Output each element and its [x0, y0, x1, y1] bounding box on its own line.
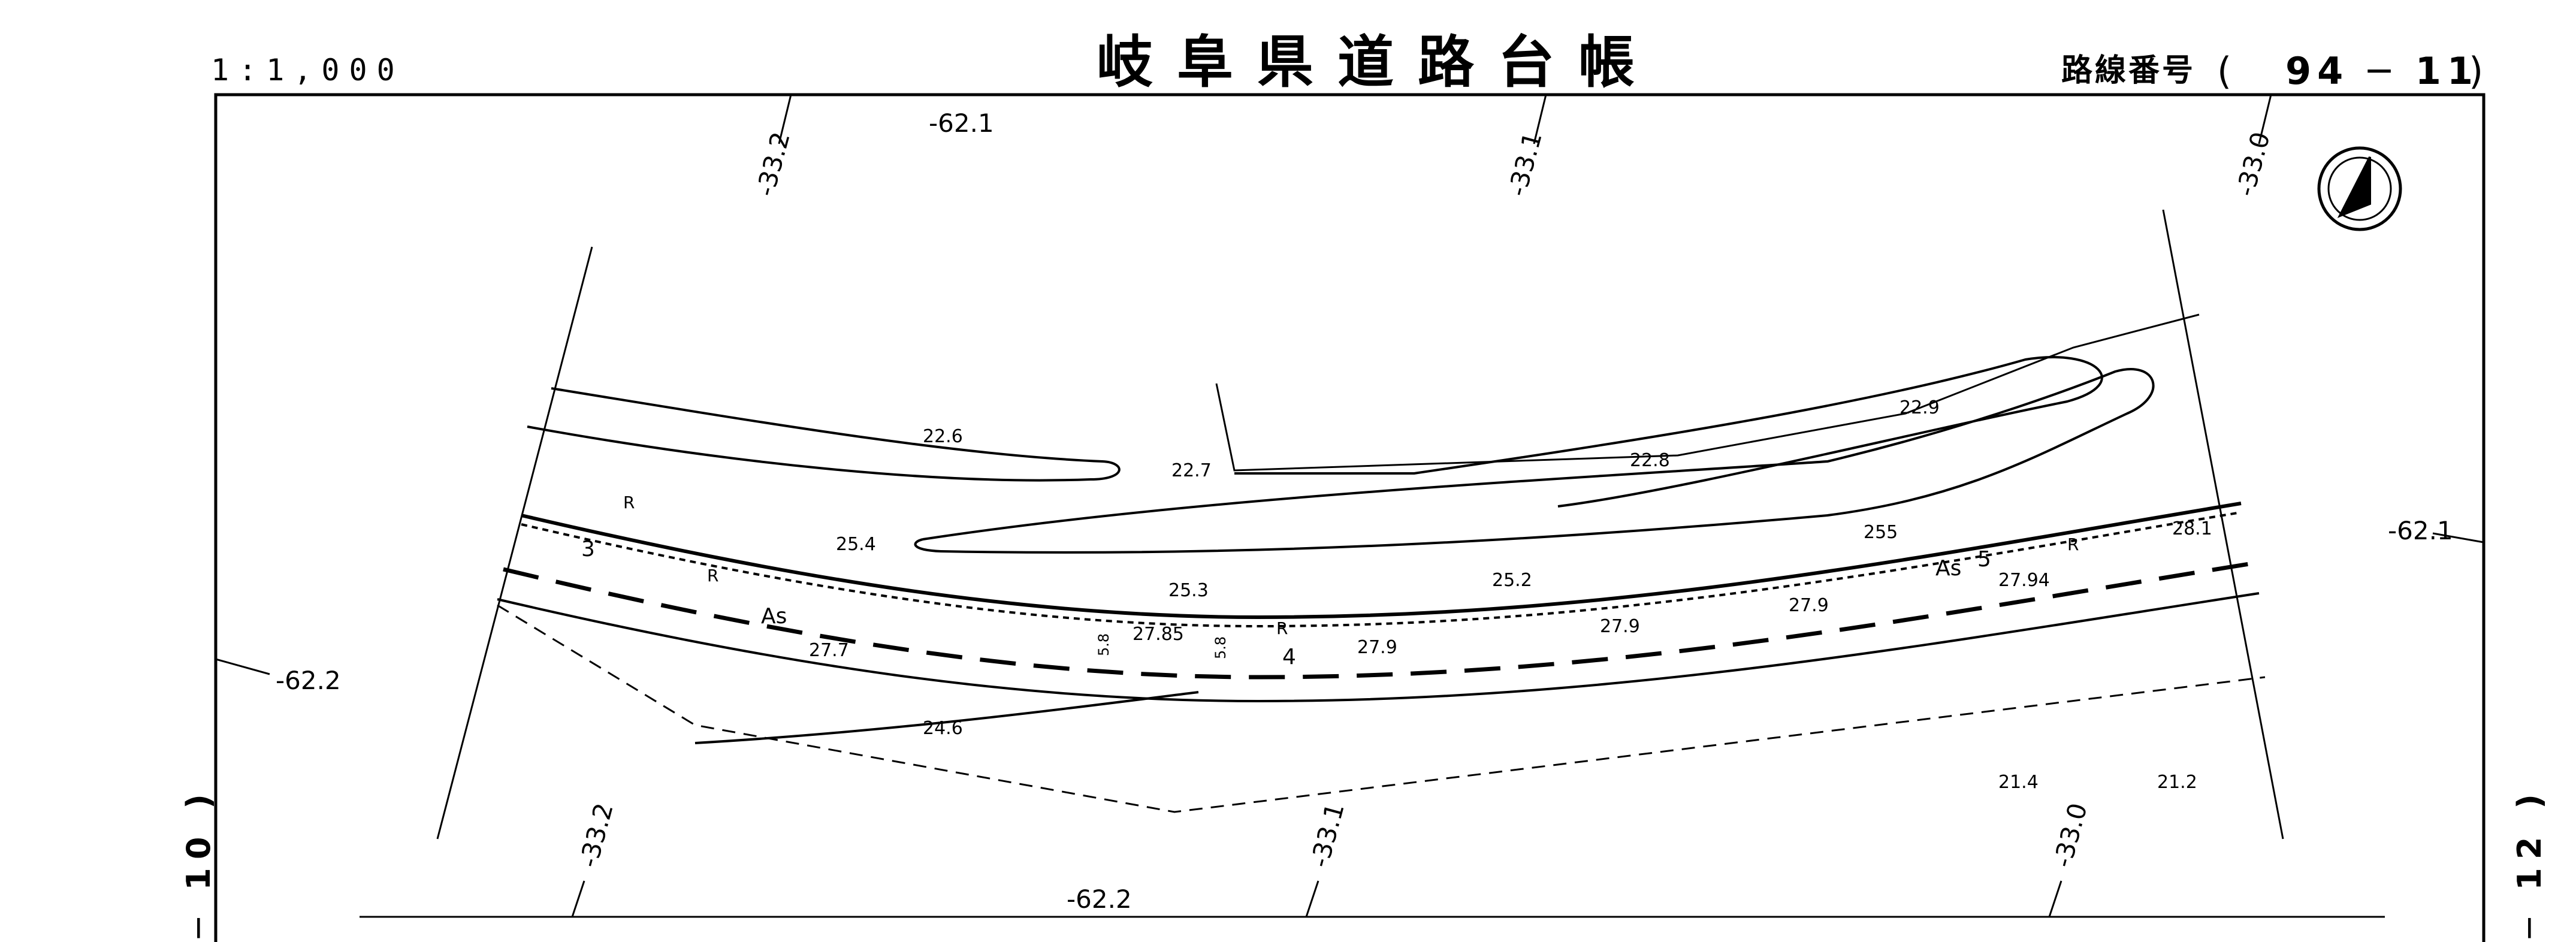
main-road-south-edge — [497, 592, 2260, 703]
main-road-centerline — [503, 561, 2254, 680]
map-scale: 1:1,000 — [211, 53, 404, 87]
guardrail-label: R — [623, 493, 635, 512]
guardrail-label: R — [707, 566, 718, 585]
route-bracket-open: ( — [2217, 49, 2232, 93]
elevation-label: 22.8 — [1630, 450, 1670, 471]
grid-line-bottom-left — [571, 880, 585, 917]
station-marker: 4 — [1282, 645, 1296, 669]
grid-line-top-left — [778, 94, 792, 144]
grid-line-left-ref — [215, 658, 270, 675]
grid-label-right-ref: -62.1 — [2388, 516, 2453, 545]
station-marker: 3 — [581, 537, 595, 561]
elevation-label: 25.2 — [1492, 570, 1532, 591]
route-number-value: 94 ─ 11 — [2285, 49, 2480, 93]
island-long-edge — [914, 368, 2155, 554]
elevation-label: 25.4 — [836, 534, 876, 555]
grid-label-top-right: -33.0 — [2230, 129, 2275, 200]
grid-label-left-ref: -62.2 — [276, 666, 341, 695]
elevation-label: 255 — [1864, 522, 1898, 543]
elevation-label: 24.6 — [923, 718, 963, 739]
guardrail-label: R — [2067, 535, 2079, 554]
north-boundary-line — [1215, 313, 2200, 472]
grid-label-bottom-ref: -62.2 — [1067, 884, 1132, 914]
route-number-label: 路線番号 — [2061, 53, 2196, 89]
grid-line-top-right — [2258, 94, 2272, 144]
station-marker: 5 — [1977, 547, 1991, 572]
grid-label-top-ref: -62.1 — [929, 108, 994, 138]
north-road-edge-outer — [527, 387, 1121, 482]
elevation-label: 21.2 — [2157, 772, 2197, 793]
south-dashed-boundary — [497, 604, 2266, 813]
elevation-label: 27.7 — [809, 640, 849, 661]
elevation-label: 27.9 — [1789, 595, 1829, 616]
ramp-edge — [694, 691, 1199, 744]
surface-type-label: As — [1935, 556, 1961, 581]
grid-line-top-mid — [1533, 94, 1547, 144]
grid-line-right-ref — [2432, 532, 2484, 544]
mapped-area-left-edge — [436, 246, 593, 840]
map-frame — [214, 93, 2486, 942]
elevation-label: 28.1 — [2172, 518, 2212, 539]
elevation-label: 22.9 — [1899, 397, 1940, 418]
mapped-area-right-edge — [2162, 209, 2284, 840]
elevation-label: 22.7 — [1171, 460, 1212, 481]
map-title: 岐阜県道路台帳 — [1097, 30, 1659, 95]
elevation-label: 25.3 — [1168, 580, 1209, 601]
main-road-north-edge — [521, 502, 2242, 620]
route-bracket-close: ) — [2469, 49, 2484, 93]
surface-type-label: As — [761, 604, 787, 629]
north-road-edge-inner — [1234, 356, 2103, 508]
elevation-label: 27.94 — [1998, 570, 2050, 591]
north-arrow-icon — [2317, 146, 2402, 231]
grid-label-top-mid: -33.1 — [1502, 129, 1547, 200]
elevation-label: 21.4 — [1998, 772, 2039, 793]
width-dimension: 5.8 — [1212, 636, 1229, 659]
elevation-label: 27.9 — [1600, 616, 1640, 637]
grid-label-top-left: -33.2 — [750, 129, 795, 200]
elevation-label: 27.85 — [1133, 624, 1184, 645]
grid-line-bottom-mid — [1305, 880, 1319, 917]
width-dimension: 5.8 — [1095, 633, 1112, 656]
grid-label-bottom-left: -33.2 — [573, 800, 618, 871]
grid-label-bottom-mid: -33.1 — [1304, 800, 1349, 871]
grid-line-bottom-right — [2048, 880, 2062, 917]
grid-label-bottom-right: -33.0 — [2047, 800, 2092, 871]
elevation-label: 27.9 — [1357, 637, 1397, 658]
guardrail-label: R — [1276, 618, 1288, 638]
elevation-label: 22.6 — [923, 426, 963, 447]
